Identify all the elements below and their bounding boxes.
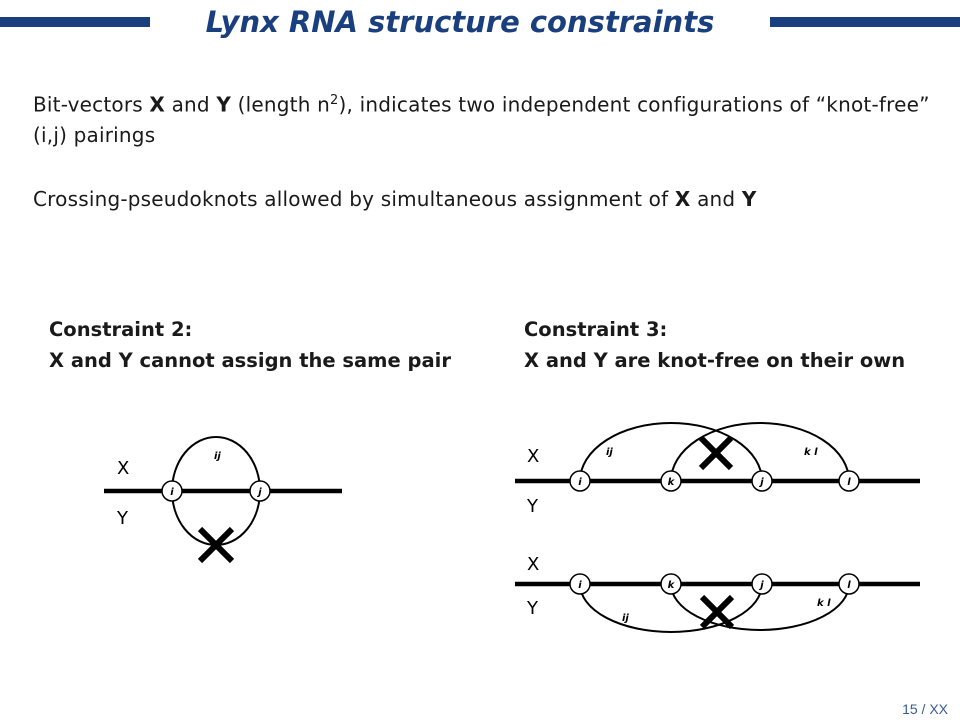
cross-mark-bottom bbox=[699, 594, 735, 630]
para2-x: X bbox=[674, 187, 691, 211]
para1-text-3: (length n bbox=[231, 92, 331, 117]
node-i-label: i bbox=[170, 487, 174, 498]
para2-text-1: Crossing-pseudoknots allowed by simultan… bbox=[33, 187, 675, 211]
para1-x: X bbox=[149, 92, 166, 117]
para1-text-4: ), indicates two independent configurati… bbox=[33, 92, 930, 147]
node-i-bottom-label: i bbox=[578, 580, 582, 591]
arc-label-kl-bottom: k l bbox=[817, 598, 831, 609]
constraint-3: Constraint 3: X and Y are knot-free on t… bbox=[524, 314, 905, 376]
arc-label-ij-bottom: ij bbox=[622, 613, 629, 624]
node-i bbox=[161, 480, 183, 502]
row-label-y-bottom: Y bbox=[526, 598, 539, 619]
cross-mark bbox=[197, 526, 235, 564]
arc-x-ij-top bbox=[579, 422, 763, 482]
row-label-x-top: X bbox=[527, 446, 539, 467]
paragraph-bitvectors: Bit-vectors X and Y (length n2), indicat… bbox=[33, 86, 933, 150]
constraint-3-heading: Constraint 3: bbox=[524, 318, 668, 341]
para2-y: Y bbox=[741, 187, 757, 211]
node-j-label: j bbox=[256, 487, 262, 498]
arc-y-ij-bottom bbox=[579, 583, 763, 633]
node-l-bottom-label: l bbox=[847, 580, 851, 591]
cross-mark-top bbox=[698, 435, 734, 471]
para1-text-2: and bbox=[165, 92, 217, 117]
node-j-top-label: j bbox=[758, 477, 764, 488]
paragraph-crossing: Crossing-pseudoknots allowed by simultan… bbox=[33, 184, 933, 214]
slide-title: Lynx RNA structure constraints bbox=[205, 5, 715, 39]
header-rule-left bbox=[0, 17, 150, 27]
arc-x-kl-top bbox=[670, 422, 850, 482]
constraint-2-text: X and Y cannot assign the same pair bbox=[49, 349, 451, 372]
header-rule-right bbox=[770, 17, 960, 27]
row-label-x-bottom: X bbox=[527, 554, 539, 575]
node-k-top-label: k bbox=[668, 477, 676, 488]
para1-text-1: Bit-vectors bbox=[33, 92, 150, 117]
arc-label-kl-top: k l bbox=[804, 447, 818, 458]
para1-superscript: 2 bbox=[330, 93, 339, 108]
constraint-2: Constraint 2: X and Y cannot assign the … bbox=[49, 314, 451, 376]
arc-label-ij: ij bbox=[214, 451, 221, 462]
node-i-top-label: i bbox=[578, 477, 582, 488]
node-k-top bbox=[660, 470, 682, 492]
node-j-bottom-label: j bbox=[758, 580, 764, 591]
page-number: 15 / XX bbox=[902, 701, 948, 717]
constraint-3-text: X and Y are knot-free on their own bbox=[524, 349, 906, 372]
node-i-top bbox=[569, 470, 591, 492]
arc-y-kl-bottom bbox=[670, 583, 850, 631]
node-j-bottom bbox=[751, 573, 773, 595]
arc-x-ij bbox=[171, 436, 261, 492]
node-k-bottom bbox=[660, 573, 682, 595]
node-k-bottom-label: k bbox=[668, 580, 676, 591]
node-i-bottom bbox=[569, 573, 591, 595]
node-l-bottom bbox=[838, 573, 860, 595]
row-label-y-top: Y bbox=[526, 496, 539, 517]
para2-text-2: and bbox=[690, 187, 742, 211]
node-l-top bbox=[838, 470, 860, 492]
row-label-y: Y bbox=[116, 508, 129, 529]
node-j-top bbox=[751, 470, 773, 492]
row-label-x: X bbox=[117, 458, 129, 479]
constraint-2-heading: Constraint 2: bbox=[49, 318, 193, 341]
node-l-top-label: l bbox=[847, 477, 851, 488]
node-j bbox=[249, 480, 271, 502]
arc-label-ij-top: ij bbox=[606, 447, 613, 458]
para1-y: Y bbox=[216, 92, 232, 117]
